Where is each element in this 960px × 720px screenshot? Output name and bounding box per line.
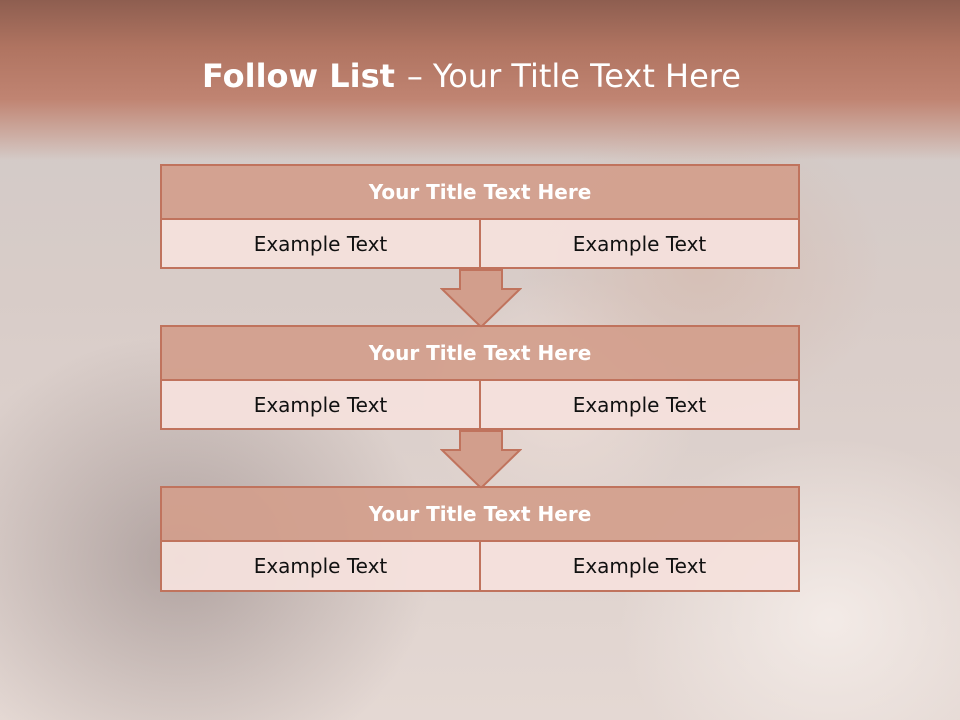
slide-title-separator: – <box>406 57 423 95</box>
block-row: Example Text Example Text <box>160 381 800 430</box>
header-banner <box>0 0 960 160</box>
slide-title-rest: Your Title Text Here <box>432 57 741 95</box>
block-cell-left[interactable]: Example Text <box>160 381 481 430</box>
block-cell-right[interactable]: Example Text <box>481 542 800 592</box>
block-title[interactable]: Your Title Text Here <box>160 486 800 542</box>
block-cell-right[interactable]: Example Text <box>481 220 800 269</box>
slide-title: Follow List–Your Title Text Here <box>0 56 943 96</box>
down-arrow-icon <box>440 430 522 490</box>
block-title[interactable]: Your Title Text Here <box>160 325 800 381</box>
block-cell-left[interactable]: Example Text <box>160 542 481 592</box>
block-cell-left[interactable]: Example Text <box>160 220 481 269</box>
block-row: Example Text Example Text <box>160 542 800 592</box>
block-cell-right[interactable]: Example Text <box>481 381 800 430</box>
list-block-3: Your Title Text Here Example Text Exampl… <box>160 486 800 592</box>
list-block-1: Your Title Text Here Example Text Exampl… <box>160 164 800 269</box>
slide-title-bold: Follow List <box>202 57 395 95</box>
block-title[interactable]: Your Title Text Here <box>160 164 800 220</box>
down-arrow-icon <box>440 269 522 329</box>
list-block-2: Your Title Text Here Example Text Exampl… <box>160 325 800 430</box>
block-row: Example Text Example Text <box>160 220 800 269</box>
